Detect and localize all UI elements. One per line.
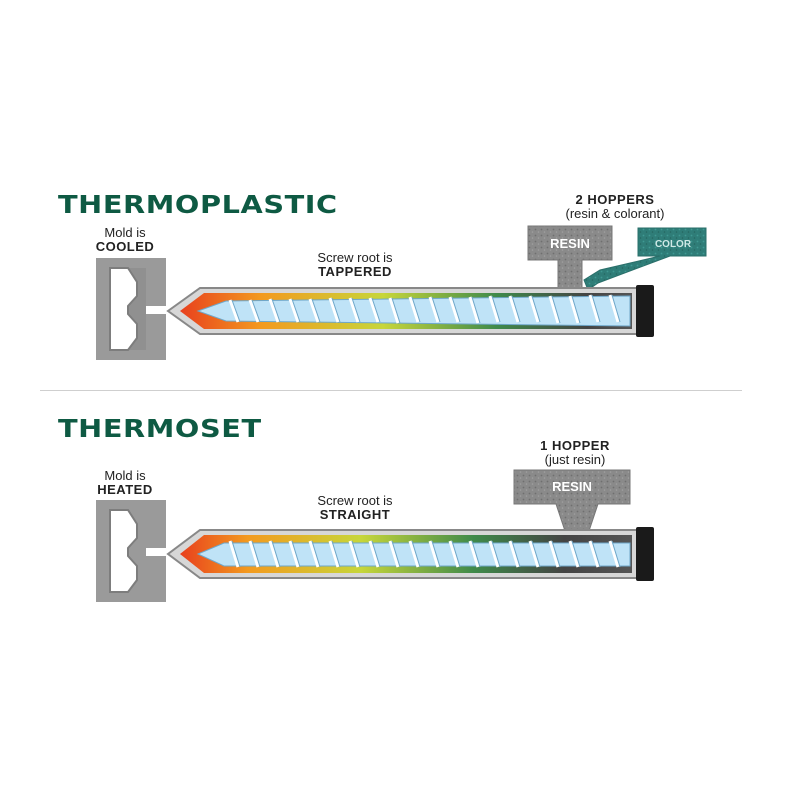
thermoset-title: THERMOSET — [58, 414, 262, 443]
mold-label-line2: HEATED — [97, 482, 153, 497]
barrel-thermoset — [166, 527, 654, 581]
mold-label-line2: COOLED — [95, 239, 155, 254]
barrel-thermoplastic — [166, 285, 654, 337]
section-divider — [40, 390, 742, 391]
mold-label-line1: Mold is — [104, 468, 146, 483]
hoppers-label-two: 2 HOPPERS (resin & colorant) — [525, 193, 705, 221]
screw-label-line2: TAPPERED — [318, 264, 392, 279]
hoppers-label-line1: 1 HOPPER — [540, 438, 610, 453]
hoppers-label-one: 1 HOPPER (just resin) — [520, 439, 630, 467]
resin-hopper-label: RESIN — [550, 236, 590, 251]
mold-block-cooled — [96, 258, 166, 360]
color-hopper: COLOR — [583, 227, 707, 291]
mold-label-line1: Mold is — [104, 225, 146, 240]
screw-root-label-straight: Screw root is STRAIGHT — [290, 494, 420, 522]
mold-block-heated — [96, 500, 166, 602]
resin-hopper-label: RESIN — [552, 479, 592, 494]
mold-label-heated: Mold is HEATED — [80, 469, 170, 497]
straight-screw — [196, 540, 631, 568]
screw-label-line1: Screw root is — [317, 250, 393, 265]
resin-hopper: RESIN — [513, 469, 631, 535]
hoppers-label-line1: 2 HOPPERS — [575, 192, 655, 207]
color-hopper-label: COLOR — [655, 239, 692, 250]
mold-label-cooled: Mold is COOLED — [80, 226, 170, 254]
hoppers-label-line2: (just resin) — [544, 452, 606, 467]
screw-label-line2: STRAIGHT — [319, 507, 391, 522]
tapered-screw — [196, 294, 631, 327]
hoppers-label-line2: (resin & colorant) — [565, 206, 665, 221]
screw-root-label-tapered: Screw root is TAPPERED — [290, 251, 420, 279]
thermoplastic-title: THERMOPLASTIC — [58, 190, 338, 219]
screw-label-line1: Screw root is — [317, 493, 393, 508]
resin-hopper: RESIN — [527, 225, 613, 291]
